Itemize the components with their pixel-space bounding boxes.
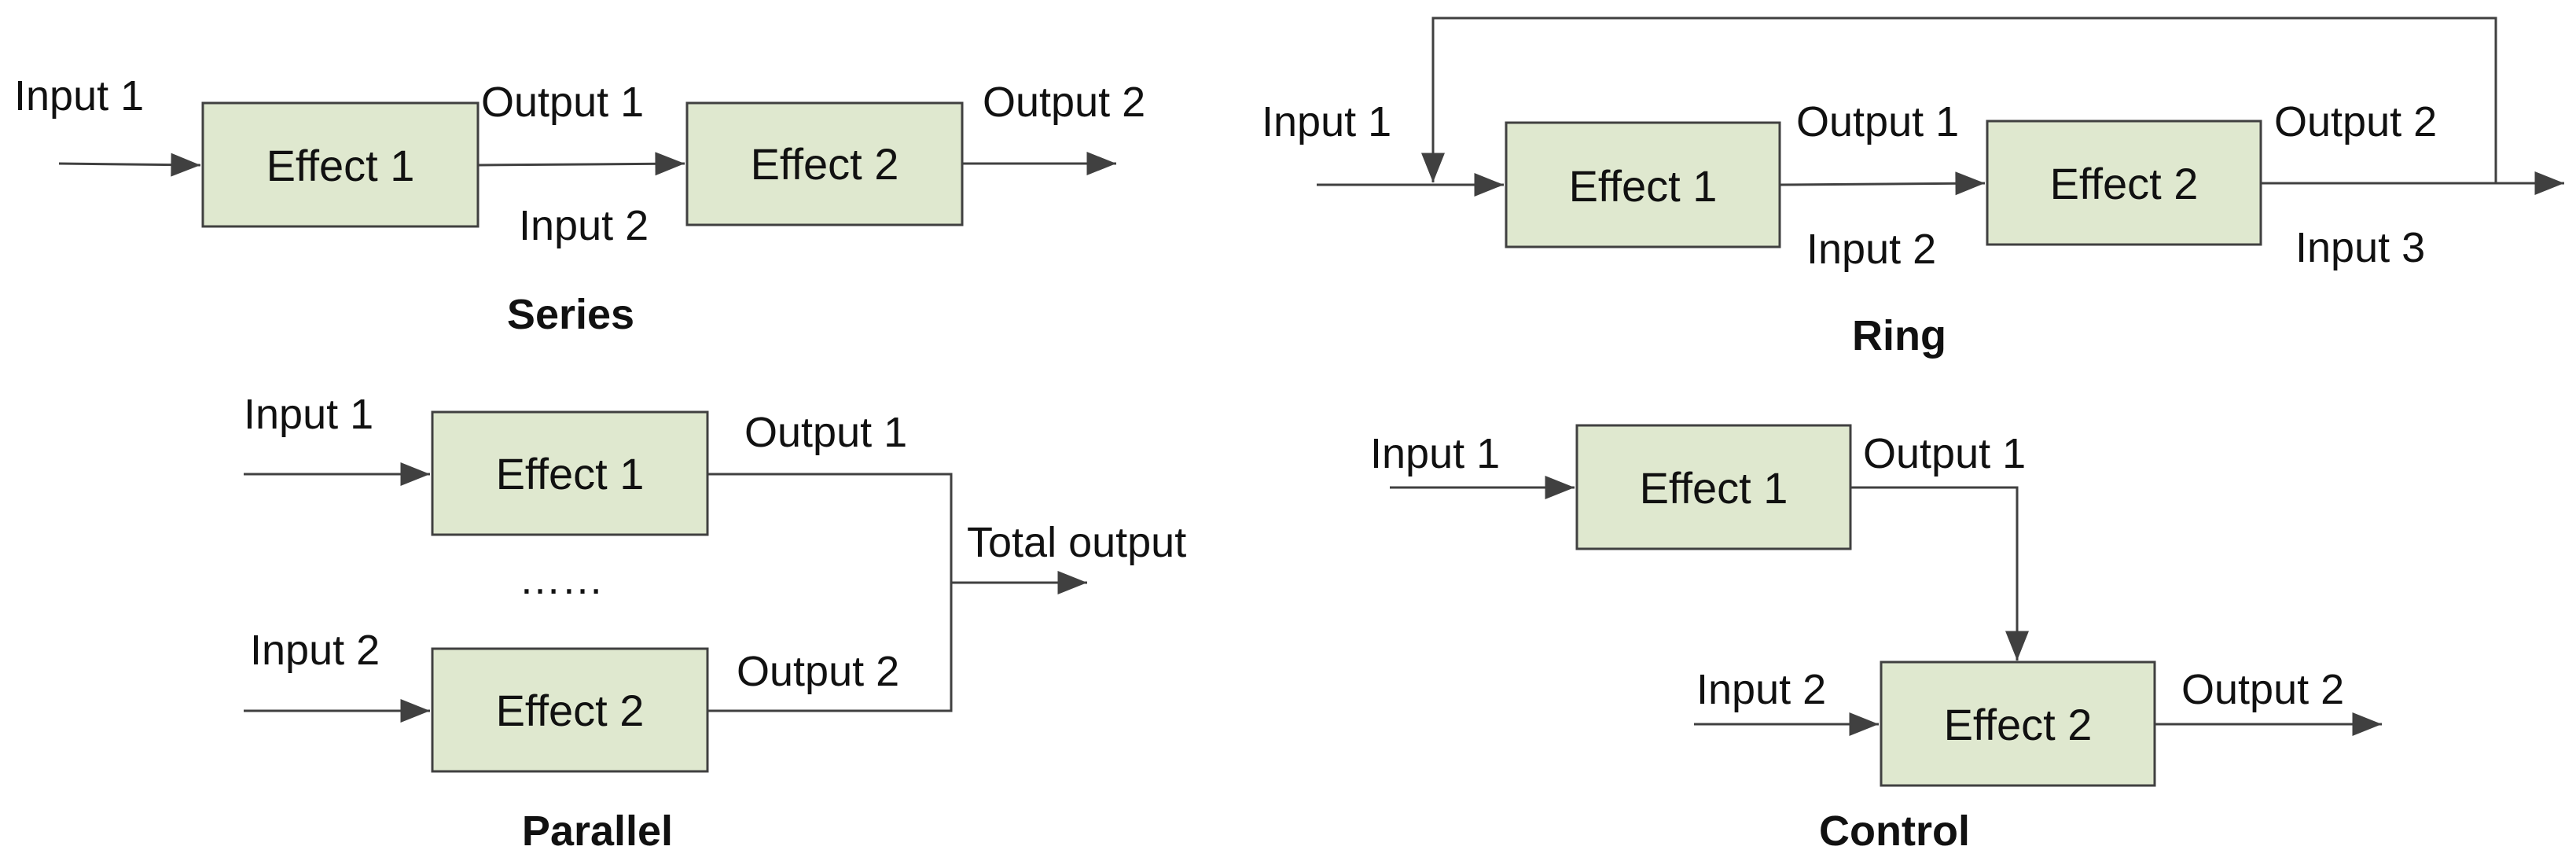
parallel-total-output-label: Total output — [967, 519, 1186, 566]
ring-effect2-box — [1986, 120, 2262, 246]
series-effect2-label: Effect 2 — [751, 139, 899, 189]
series-effect1-label: Effect 1 — [266, 141, 415, 190]
ring-title: Ring — [1852, 312, 1946, 359]
control-effect1-label: Effect 1 — [1640, 463, 1788, 513]
parallel-effect1-box — [431, 410, 709, 536]
ring-feedback-loop-arrow — [1421, 17, 2497, 183]
series-effect2-box — [685, 101, 964, 226]
parallel-output2-label: Output 2 — [737, 648, 899, 695]
series-diagram: Effect 1 Effect 2 Input 1 Output 1 Input… — [14, 72, 1145, 338]
control-output2-label: Output 2 — [2181, 666, 2344, 713]
control-link-arrow — [1850, 486, 2029, 660]
parallel-effect2-box — [431, 647, 709, 773]
control-diagram: Effect 1 Effect 2 Input 1 Output 1 Input… — [1370, 424, 2382, 855]
parallel-output1-label: Output 1 — [744, 409, 907, 456]
series-input1-arrow — [58, 153, 201, 177]
ring-input3-label: Input 3 — [2295, 224, 2425, 271]
parallel-input1-label: Input 1 — [244, 391, 373, 438]
series-input1-label: Input 1 — [14, 72, 144, 120]
parallel-effect2-label: Effect 2 — [496, 686, 645, 735]
ring-effect1-label: Effect 1 — [1569, 161, 1718, 211]
ring-link-arrow — [1779, 171, 1986, 196]
control-title: Control — [1819, 808, 1970, 855]
series-output2-label: Output 2 — [983, 79, 1145, 126]
ring-effect2-label: Effect 2 — [2050, 159, 2199, 208]
parallel-input2-label: Input 2 — [250, 627, 380, 674]
series-effect1-box — [201, 101, 480, 228]
control-output1-label: Output 1 — [1863, 430, 2026, 477]
ring-input2-label: Input 2 — [1806, 226, 1936, 273]
series-output1-label: Output 1 — [481, 79, 644, 126]
control-effect1-box — [1575, 424, 1852, 550]
ring-input1-label: Input 1 — [1262, 98, 1391, 145]
parallel-effect1-label: Effect 1 — [496, 449, 645, 499]
ring-diagram: Effect 1 Effect 2 Input 1 Output 1 Input… — [1262, 17, 2564, 359]
control-input1-label: Input 1 — [1370, 430, 1500, 477]
series-link-arrow — [477, 152, 685, 176]
ring-effect1-box — [1505, 121, 1781, 248]
parallel-merge-line — [707, 473, 953, 712]
parallel-diagram: Effect 1 Effect 2 Input 1 Output 1 Total… — [244, 391, 1186, 855]
control-input2-label: Input 2 — [1696, 666, 1826, 713]
parallel-ellipsis: …… — [519, 556, 604, 603]
series-input2-label: Input 2 — [519, 202, 649, 249]
control-effect2-box — [1880, 660, 2156, 787]
ring-output2-label: Output 2 — [2274, 98, 2437, 145]
series-title: Series — [507, 291, 634, 338]
ring-output1-label: Output 1 — [1796, 98, 1959, 145]
control-effect2-label: Effect 2 — [1944, 700, 2093, 749]
parallel-title: Parallel — [522, 808, 673, 855]
